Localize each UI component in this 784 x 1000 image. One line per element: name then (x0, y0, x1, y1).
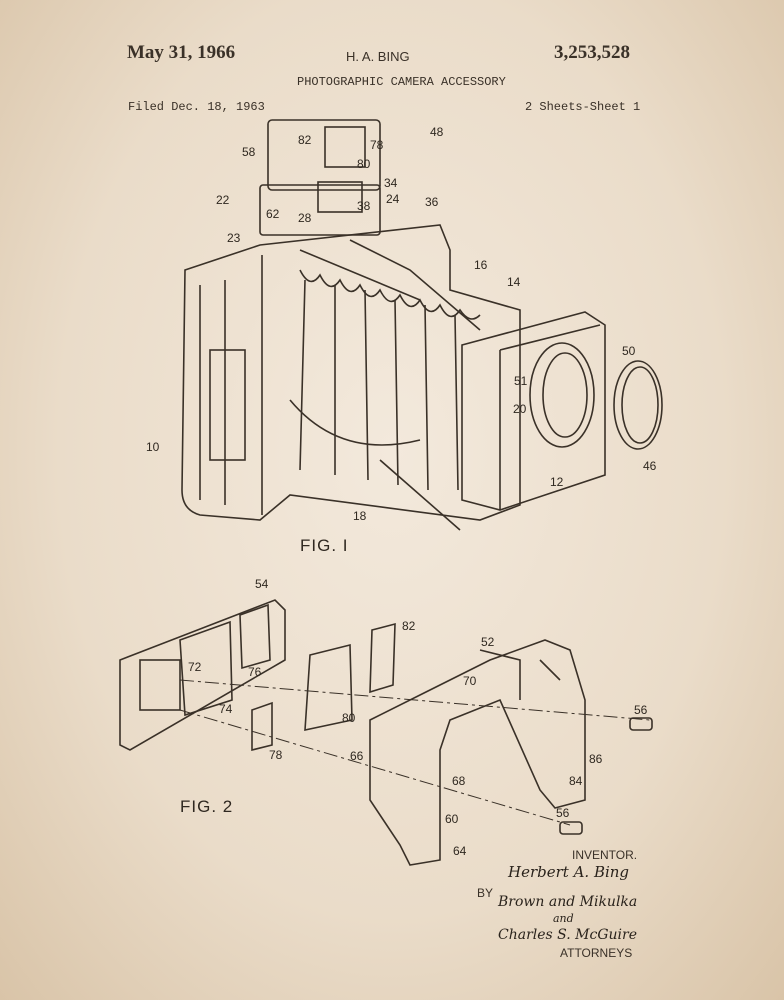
ref-numeral: 60 (445, 812, 459, 826)
ref-numeral: 14 (507, 275, 521, 289)
attorney-signature-and: and (553, 912, 574, 925)
ref-numeral: 80 (357, 157, 371, 171)
ref-numeral: 36 (425, 195, 439, 209)
figure-2-label: FIG. 2 (180, 797, 234, 816)
ref-numeral: 72 (188, 660, 202, 674)
attorney-signature-2: Charles S. McGuire (498, 927, 637, 943)
patent-date: May 31, 1966 (127, 42, 236, 63)
ref-numeral: 18 (353, 509, 367, 523)
ref-numeral: 78 (370, 138, 384, 152)
ref-numeral: 23 (227, 231, 241, 245)
ref-numeral: 10 (146, 440, 160, 454)
ref-numeral: 24 (386, 192, 400, 206)
ref-numeral: 82 (298, 133, 312, 147)
ref-numeral: 20 (513, 402, 527, 416)
attorneys-label: ATTORNEYS (560, 946, 633, 960)
by-label: BY (477, 886, 494, 900)
attorney-signature-1: Brown and Mikulka (498, 894, 638, 910)
ref-numeral: 28 (298, 211, 312, 225)
ref-numeral: 78 (269, 748, 283, 762)
ref-numeral: 58 (242, 145, 256, 159)
ref-numeral: 51 (514, 374, 528, 388)
patent-number: 3,253,528 (554, 42, 630, 63)
ref-numeral: 68 (452, 774, 466, 788)
ref-numeral: 22 (216, 193, 230, 207)
ref-numeral: 34 (384, 176, 398, 190)
ref-numeral: 56 (556, 806, 570, 820)
figure-1-label: FIG. I (300, 536, 349, 555)
ref-numeral: 82 (402, 619, 416, 633)
ref-numeral: 48 (430, 125, 444, 139)
ref-numeral: 84 (569, 774, 583, 788)
ref-numeral: 56 (634, 703, 648, 717)
ref-numeral: 50 (622, 344, 636, 358)
ref-numeral: 52 (481, 635, 495, 649)
ref-numeral: 74 (219, 702, 233, 716)
filed-date: Filed Dec. 18, 1963 (128, 100, 265, 114)
patent-title: PHOTOGRAPHIC CAMERA ACCESSORY (297, 75, 506, 89)
ref-numeral: 64 (453, 844, 467, 858)
ref-numeral: 62 (266, 207, 280, 221)
ref-numeral: 16 (474, 258, 488, 272)
inventor-signature: Herbert A. Bing (508, 863, 630, 881)
sheet-count: 2 Sheets-Sheet 1 (525, 100, 641, 114)
ref-numeral: 54 (255, 577, 269, 591)
ref-numeral: 38 (357, 199, 371, 213)
inventor-label: INVENTOR. (572, 848, 638, 862)
ref-numeral: 76 (248, 665, 262, 679)
fig1-camera-drawing (181, 119, 663, 531)
fig2-parts-drawing (119, 599, 653, 866)
inventor-name: H. A. BING (346, 49, 410, 64)
ref-numeral: 86 (589, 752, 603, 766)
ref-numeral: 66 (350, 749, 364, 763)
ref-numeral: 12 (550, 475, 564, 489)
ref-numeral: 46 (643, 459, 657, 473)
ref-numeral: 70 (463, 674, 477, 688)
ref-numeral: 80 (342, 711, 356, 725)
